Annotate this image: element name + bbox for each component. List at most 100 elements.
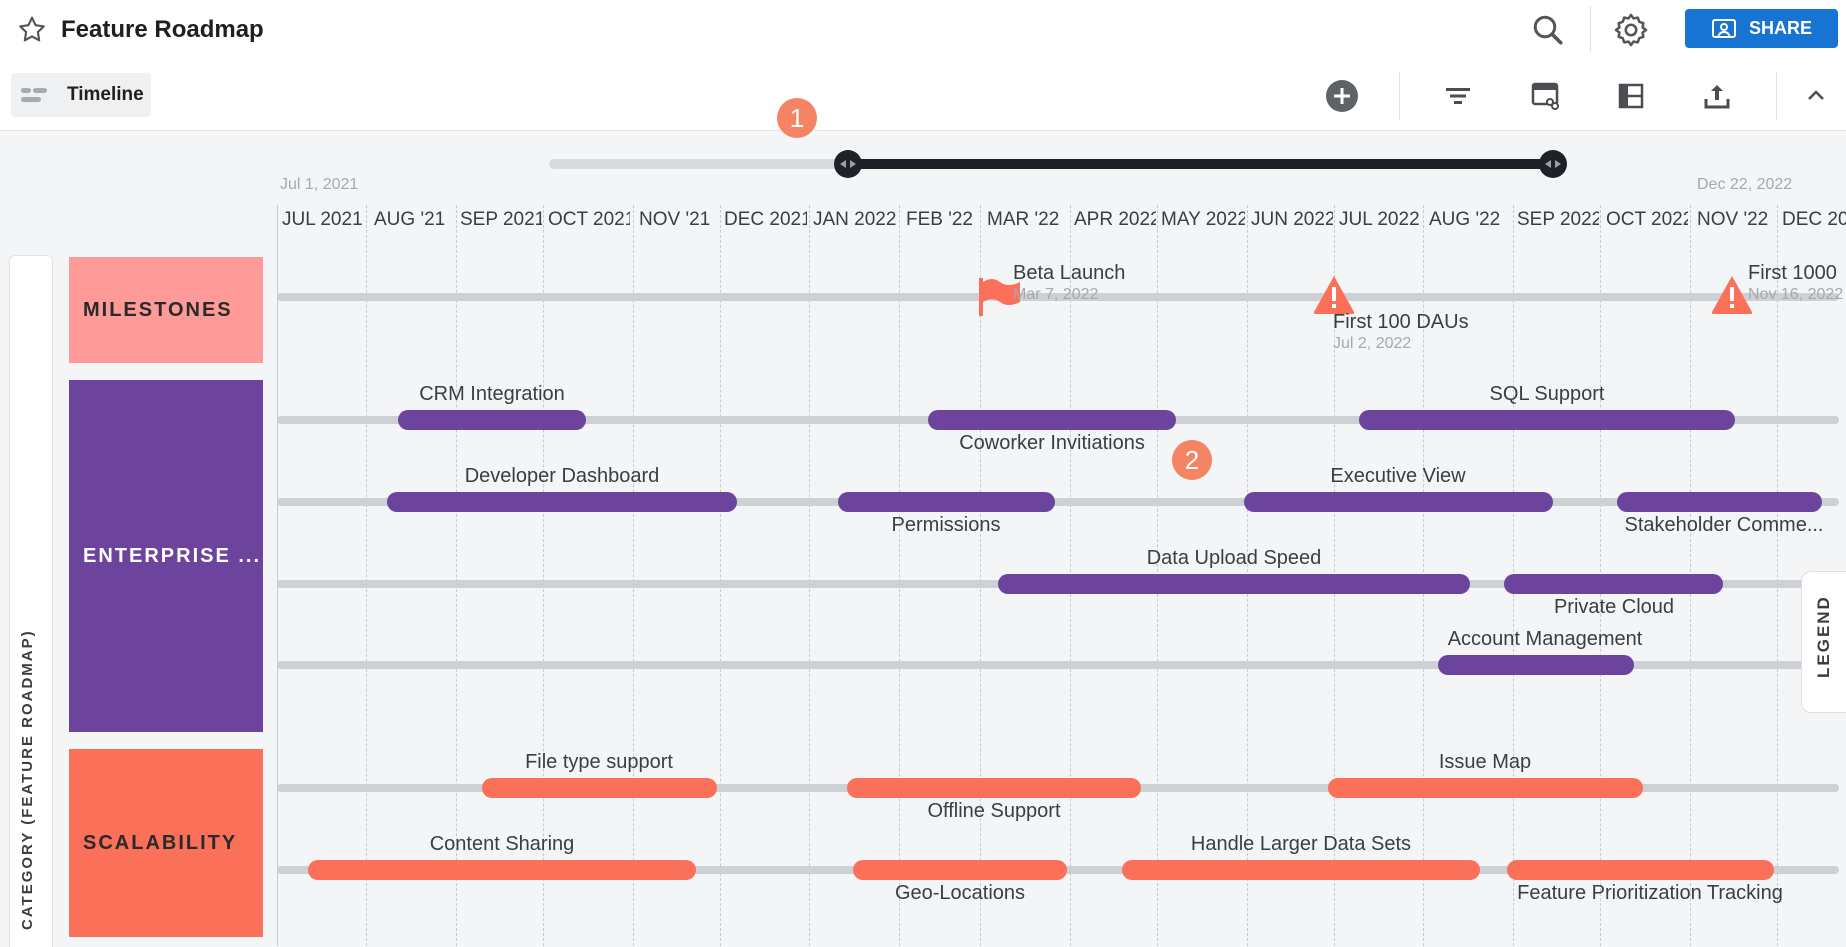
timeline-grid-line (720, 205, 721, 946)
add-item-button[interactable] (1322, 76, 1362, 116)
warning-icon[interactable] (1312, 274, 1356, 316)
feature-bar[interactable] (1507, 860, 1774, 880)
month-header: JUN 2022 (1251, 209, 1333, 230)
flag-icon[interactable] (976, 276, 1022, 318)
month-header: JUL 2021 (282, 209, 363, 230)
layout-panels-icon (1618, 83, 1644, 109)
feature-label: SQL Support (1489, 383, 1605, 405)
category-scalability[interactable]: SCALABILITY (69, 749, 263, 937)
month-header: MAY 2022 (1161, 209, 1245, 230)
feature-bar[interactable] (1122, 860, 1480, 880)
feature-bar[interactable] (928, 410, 1176, 430)
filter-button[interactable] (1438, 76, 1478, 116)
range-start-handle[interactable] (834, 150, 862, 178)
warning-icon[interactable] (1710, 274, 1754, 316)
month-header: JUL 2022 (1339, 209, 1420, 230)
milestone-name: First 100 DAUs (1333, 311, 1469, 333)
feature-bar[interactable] (482, 778, 717, 798)
range-end-date: Dec 22, 2022 (1697, 176, 1793, 193)
timeline-grid-line (277, 205, 278, 946)
feature-label: Account Management (1447, 628, 1643, 650)
month-header: DEC 2022 (1782, 209, 1846, 230)
collapse-button[interactable] (1796, 76, 1836, 116)
feature-bar[interactable] (1504, 574, 1723, 594)
month-header: DEC 2021 (724, 209, 807, 230)
month-header: JAN 2022 (813, 209, 897, 230)
category-axis-panel (9, 255, 53, 947)
month-header: OCT 2021 (548, 209, 630, 230)
feature-label: Data Upload Speed (1146, 547, 1322, 569)
top-bar: Feature Roadmap SHARE (0, 0, 1846, 63)
feature-label: Offline Support (927, 800, 1061, 822)
milestone-name: First 1000 (1748, 262, 1837, 284)
export-button[interactable] (1697, 76, 1737, 116)
feature-bar[interactable] (1244, 492, 1553, 512)
timeline-grid-line (456, 205, 457, 946)
search-icon[interactable] (1530, 12, 1566, 48)
feature-label: Stakeholder Comme... (1624, 514, 1824, 536)
display-settings-button[interactable] (1526, 76, 1566, 116)
month-header: NOV '21 (639, 209, 711, 230)
category-label: ENTERPRISE ... (83, 544, 262, 567)
month-header: APR 2022 (1074, 209, 1156, 230)
star-icon[interactable] (16, 14, 48, 46)
feature-bar[interactable] (998, 574, 1470, 594)
add-circle-icon (1326, 80, 1358, 112)
category-enterprise[interactable]: ENTERPRISE ... (69, 380, 263, 732)
month-header: AUG '21 (374, 209, 446, 230)
feature-bar[interactable] (1359, 410, 1735, 430)
layout-button[interactable] (1611, 76, 1651, 116)
date-range-selection[interactable] (848, 159, 1553, 169)
header-divider (1590, 6, 1591, 52)
feature-bar[interactable] (387, 492, 737, 512)
month-header: SEP 2021 (460, 209, 542, 230)
feature-bar[interactable] (398, 410, 586, 430)
category-axis-label: CATEGORY (FEATURE ROADMAP) (19, 629, 36, 930)
category-label: SCALABILITY (83, 831, 238, 854)
legend-label: LEGEND (1814, 595, 1833, 678)
feature-label: Executive View (1330, 465, 1466, 487)
view-label: Timeline (67, 84, 144, 105)
month-header: MAR '22 (987, 209, 1060, 230)
toolbar: Timeline (0, 62, 1846, 131)
feature-label: Feature Prioritization Tracking (1517, 882, 1783, 904)
feature-bar[interactable] (1438, 655, 1634, 675)
timeline-grid-line (543, 205, 544, 946)
feature-bar[interactable] (853, 860, 1067, 880)
feature-bar[interactable] (847, 778, 1141, 798)
page-title: Feature Roadmap (61, 16, 264, 43)
milestone-name: Beta Launch (1013, 262, 1126, 284)
feature-bar[interactable] (1328, 778, 1643, 798)
feature-label: Issue Map (1438, 751, 1532, 773)
share-button[interactable]: SHARE (1685, 9, 1838, 48)
share-label: SHARE (1748, 18, 1812, 38)
view-switcher-button[interactable]: Timeline (11, 73, 151, 117)
timeline-grid-line (366, 205, 367, 946)
window-link-icon (1531, 82, 1559, 110)
milestone-date: Jul 2, 2022 (1333, 335, 1412, 352)
category-milestones[interactable]: MILESTONES (69, 257, 263, 363)
month-header: OCT 2022 (1606, 209, 1688, 230)
feature-bar[interactable] (308, 860, 696, 880)
chevron-up-icon (1808, 90, 1824, 100)
timeline-view-icon (21, 88, 47, 102)
feature-label: Coworker Invitiations (959, 432, 1145, 454)
feature-bar[interactable] (838, 492, 1055, 512)
timeline-lane (277, 498, 1839, 506)
feature-bar[interactable] (1617, 492, 1822, 512)
feature-label: Permissions (891, 514, 1001, 536)
toolbar-divider-2 (1776, 72, 1777, 120)
month-header: SEP 2022 (1517, 209, 1599, 230)
range-end-handle[interactable] (1539, 150, 1567, 178)
month-header: NOV '22 (1697, 209, 1769, 230)
feature-label: Geo-Locations (894, 882, 1026, 904)
feature-label: Content Sharing (429, 833, 575, 855)
toolbar-divider (1399, 72, 1400, 120)
legend-tab[interactable]: LEGEND (1801, 571, 1846, 713)
gear-icon[interactable] (1612, 11, 1650, 49)
timeline-lane (277, 661, 1839, 669)
timeline-grid-line (1777, 205, 1778, 946)
share-person-icon (1711, 18, 1736, 38)
timeline-grid-line (899, 205, 900, 946)
feature-label: Developer Dashboard (464, 465, 660, 487)
